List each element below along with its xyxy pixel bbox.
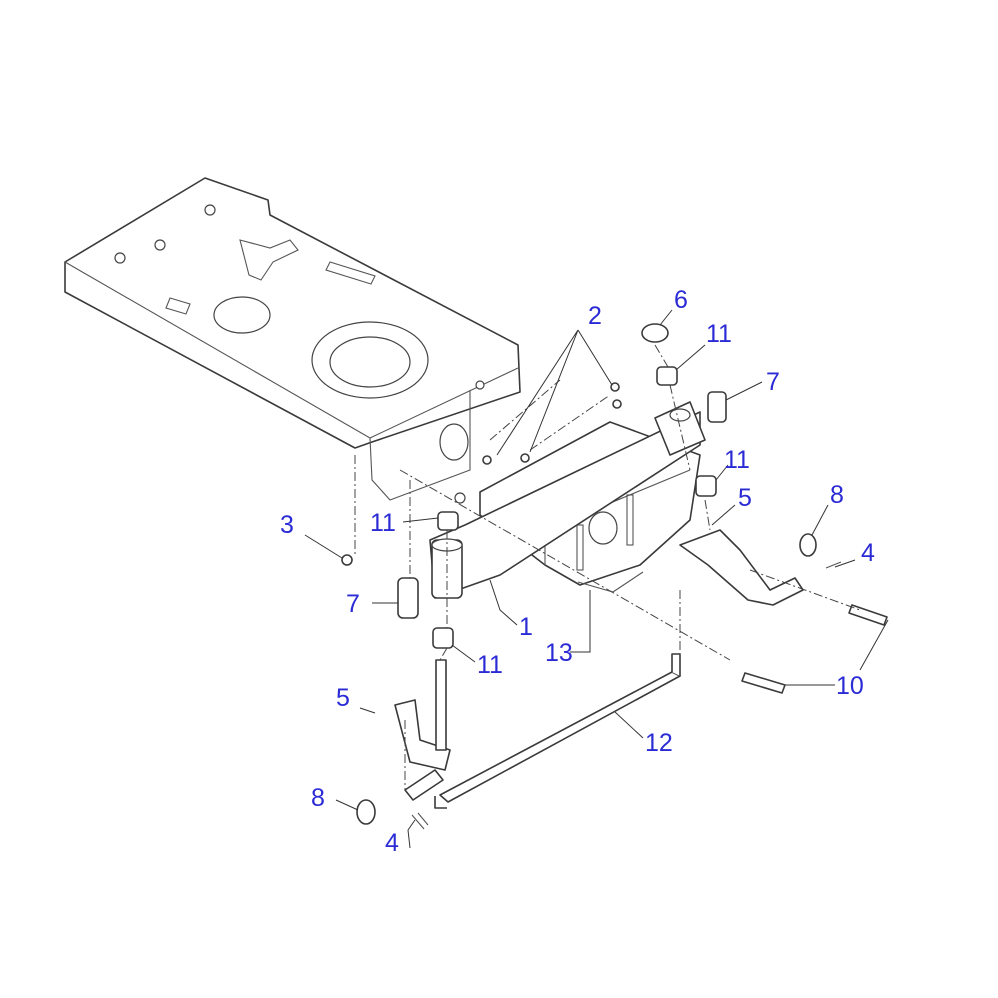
- alignment-lines: [354, 344, 861, 790]
- callout-label: 12: [645, 729, 673, 757]
- callout-label: 2: [588, 302, 602, 330]
- front-axle: [429, 401, 706, 599]
- callout-label: 11: [724, 446, 750, 474]
- callout-label: 8: [830, 481, 844, 509]
- callout-label: 5: [336, 684, 350, 712]
- callout-label: 11: [370, 509, 396, 537]
- callout-label: 5: [738, 484, 752, 512]
- hardware: [341, 323, 888, 830]
- callout-label: 4: [861, 539, 875, 567]
- callout-label: 6: [674, 286, 688, 314]
- callout-label: 8: [311, 784, 325, 812]
- callout-label: 1: [519, 613, 533, 641]
- callout-label: 4: [385, 829, 399, 857]
- callout-label: 3: [280, 511, 294, 539]
- spindles: [394, 529, 804, 801]
- chassis-frame: [64, 177, 521, 504]
- callout-label: 10: [836, 672, 864, 700]
- callout-label: 13: [545, 639, 573, 667]
- callout-label: 7: [346, 590, 360, 618]
- callout-label: 7: [766, 368, 780, 396]
- leader-lines: [304, 309, 889, 849]
- callout-label: 11: [706, 320, 732, 348]
- callout-label: 11: [477, 651, 503, 679]
- tie-rod: [434, 653, 681, 809]
